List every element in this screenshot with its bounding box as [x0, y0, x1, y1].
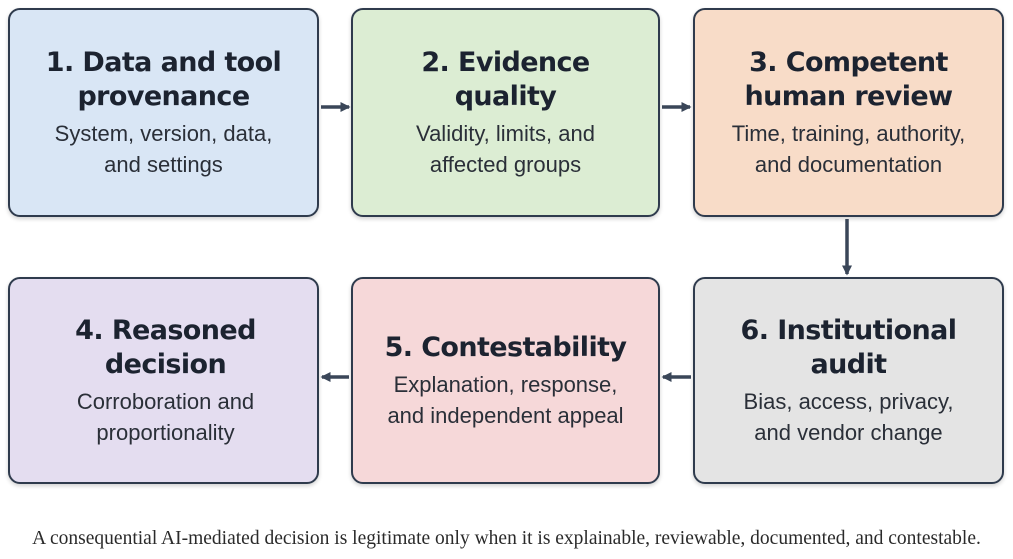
step-2-description: Validity, limits, and affected groups — [416, 120, 595, 177]
step-4-description: Corroboration and proportionality — [76, 388, 255, 445]
step-5-description: Explanation, response, and independent a… — [387, 371, 624, 428]
step-4-reasoned-decision: 4. Reasoned decision Corroboration and p… — [8, 277, 319, 484]
step-3-title: 3. Competent human review — [744, 46, 954, 112]
step-3-competent-human-review: 3. Competent human review Time, training… — [693, 8, 1004, 217]
step-1-title: 1. Data and tool provenance — [45, 46, 282, 112]
step-2-title: 2. Evidence quality — [421, 46, 590, 112]
step-6-title: 6. Institutional audit — [740, 314, 957, 380]
step-1-data-and-tool-provenance: 1. Data and tool provenance System, vers… — [8, 8, 319, 217]
step-1-description: System, version, data, and settings — [54, 120, 273, 177]
caption: A consequential AI-mediated decision is … — [32, 528, 981, 549]
step-6-description: Bias, access, privacy, and vendor change — [743, 388, 954, 445]
step-2-evidence-quality: 2. Evidence quality Validity, limits, an… — [351, 8, 660, 217]
step-4-title: 4. Reasoned decision — [75, 314, 256, 380]
step-5-title: 5. Contestability — [384, 331, 627, 363]
step-5-contestability: 5. Contestability Explanation, response,… — [351, 277, 660, 484]
step-3-description: Time, training, authority, and documenta… — [731, 120, 966, 177]
step-6-institutional-audit: 6. Institutional audit Bias, access, pri… — [693, 277, 1004, 484]
